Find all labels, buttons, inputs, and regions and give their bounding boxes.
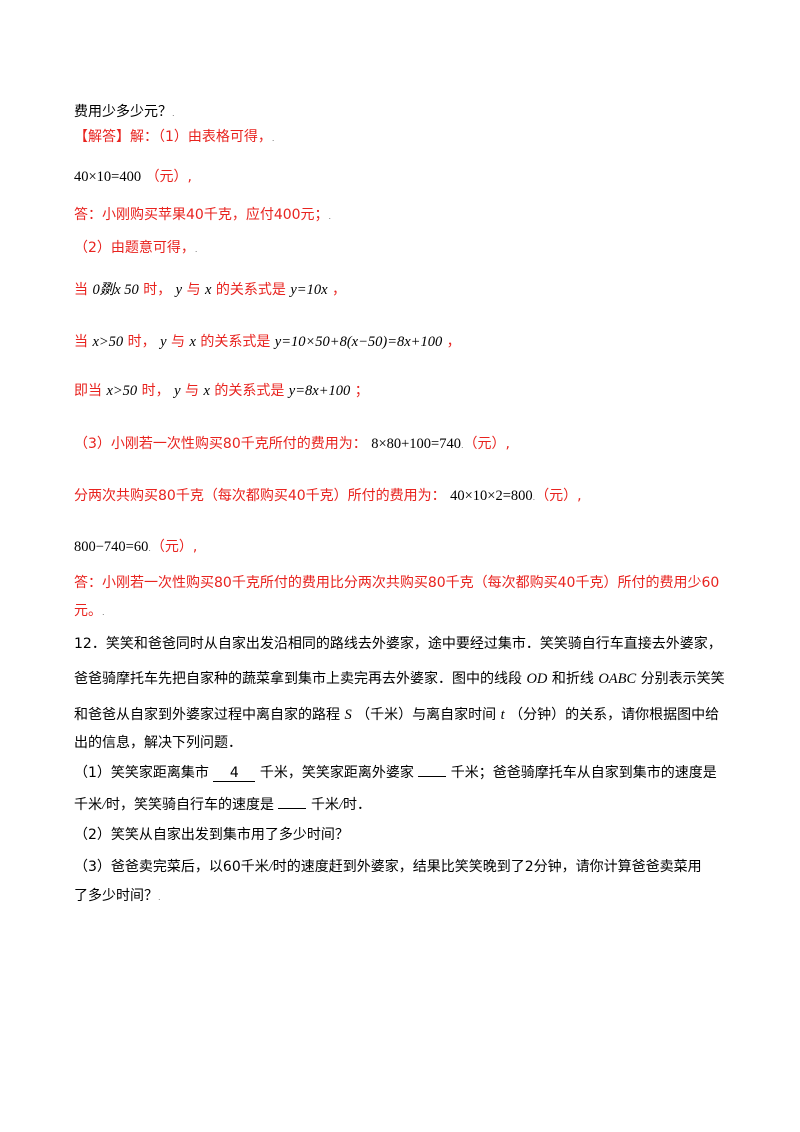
q12-line-1: 12．笑笑和爸爸同时从自家出发沿相同的路线去外婆家，途中要经过集市．笑笑骑自行车… <box>74 636 722 652</box>
q12-subquestion-3: （3）爸爸卖完菜后，以60千米/时的速度赶到外婆家，结果比笑笑晚到了2分钟，请你… <box>74 859 702 875</box>
answer-blank-3 <box>278 808 307 809</box>
case-2-line: 当 x>50 时， y 与 x 的关系式是 y=10×50+8(x−50)=8x… <box>74 334 461 350</box>
q12-line-2: 爸爸骑摩托车先把自家种的蔬菜拿到集市上卖完再去外婆家．图中的线段 OD 和折线 … <box>74 671 725 687</box>
q12-line-4: 出的信息，解决下列问题． <box>74 735 242 751</box>
q12-line-3: 和爸爸从自家到外婆家过程中离自家的路程 S （千米）与离自家时间 t （分钟）的… <box>74 707 720 723</box>
q12-subquestion-1-cont: 千米/时，笑笑骑自行车的速度是 千米/时． <box>74 797 371 813</box>
final-answer-line-2: 元。. <box>74 603 105 619</box>
question-end: 费用少多少元？. <box>74 104 175 120</box>
answer-heading: 【解答】解：（1）由表格可得，. <box>74 129 275 145</box>
part-3-line: （3）小刚若一次性购买80千克所付的费用为： 8×80+100=740.（元）, <box>74 436 510 452</box>
q12-subquestion-3-cont: 了多少时间？. <box>74 888 161 904</box>
q12-subquestion-2: （2）笑笑从自家出发到集市用了多少时间？ <box>74 827 349 843</box>
answer-1: 答：小刚购买苹果40千克，应付400元；. <box>74 207 332 223</box>
case-3-line: 即当 x>50 时， y 与 x 的关系式是 y=8x+100 ； <box>74 383 369 399</box>
part-3-split-line: 分两次共购买80千克（每次都购买40千克）所付的费用为： 40×10×2=800… <box>74 488 582 504</box>
case-1-line: 当 0剟x 50 时， y 与 x 的关系式是 y=10x ， <box>74 282 346 298</box>
q12-subquestion-1: （1）笑笑家距离集市 4 千米，笑笑家距离外婆家 千米；爸爸骑摩托车从自家到集市… <box>74 765 717 782</box>
difference-line: 800−740=60.（元）, <box>74 539 198 555</box>
part-2-heading: （2）由题意可得，. <box>74 240 198 256</box>
final-answer-line-1: 答：小刚若一次性购买80千克所付的费用比分两次共购买80千克（每次都购买40千克… <box>74 575 720 591</box>
answer-blank-1: 4 <box>213 765 256 782</box>
equation-1: 40×10=400 （元）, <box>74 169 193 185</box>
answer-blank-2 <box>418 776 447 777</box>
